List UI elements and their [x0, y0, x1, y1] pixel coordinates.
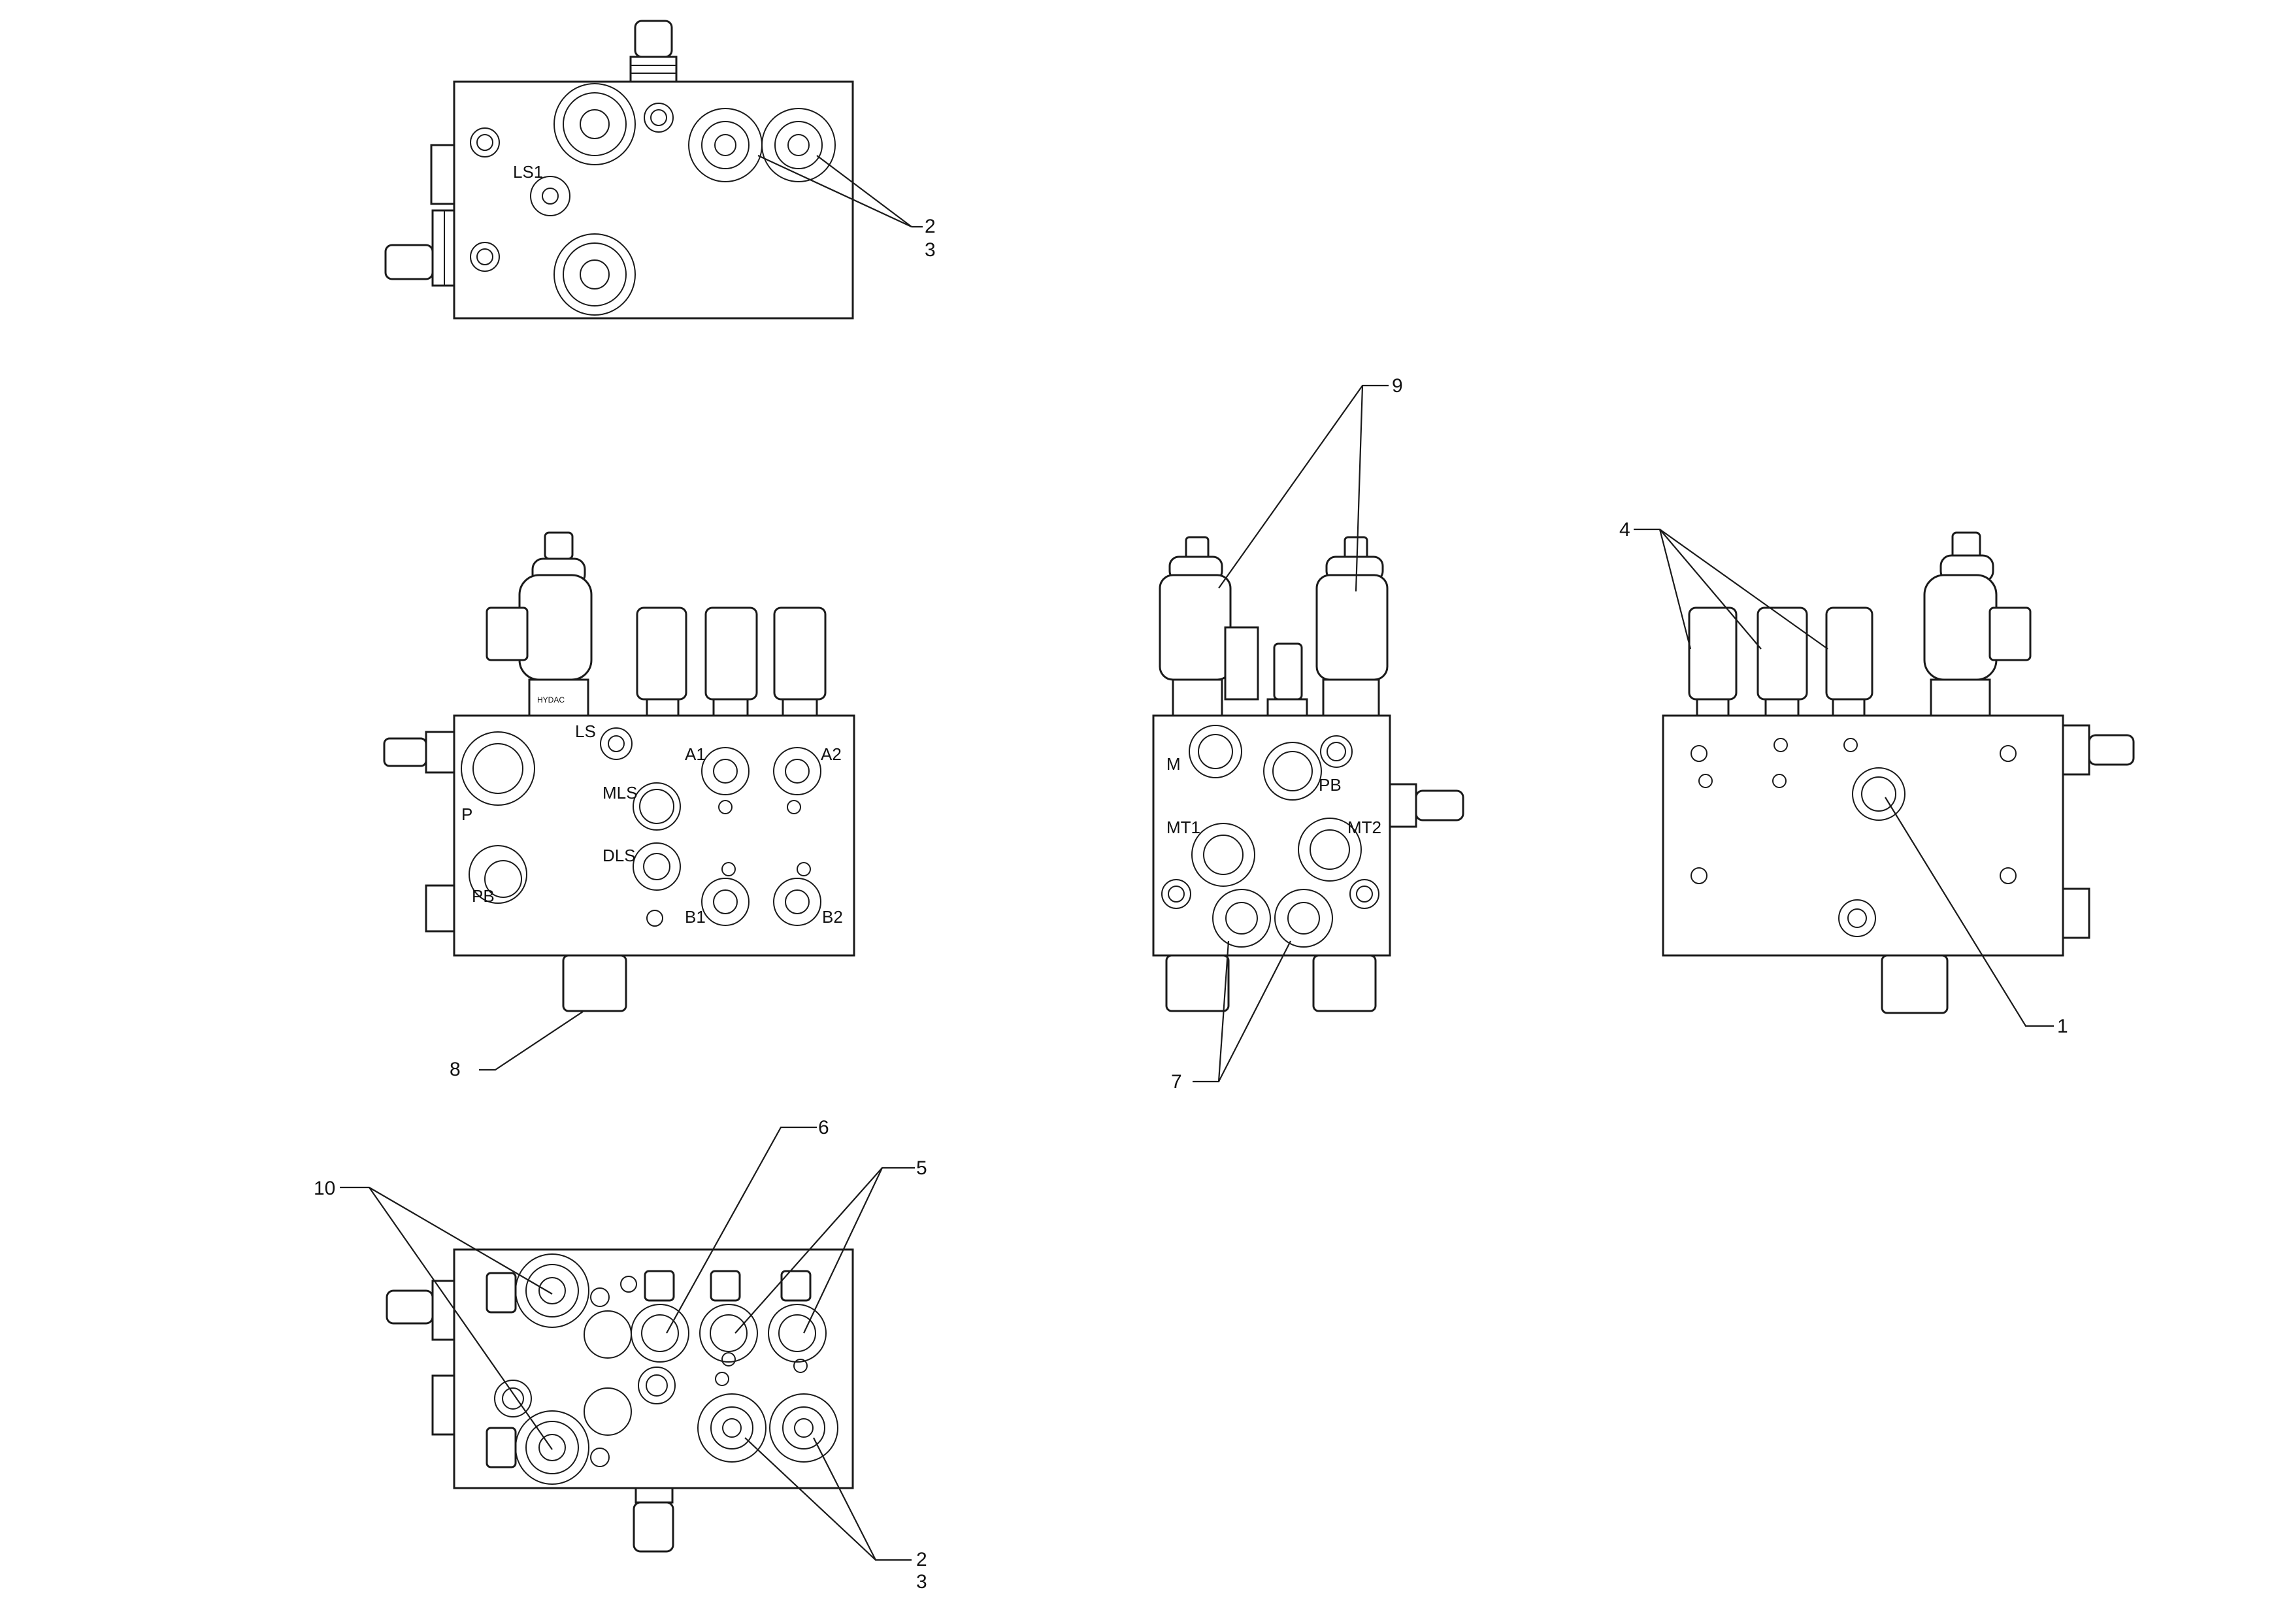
front-view-left-fittings — [383, 731, 455, 933]
bottom-view: 10 6 5 2 3 — [314, 1117, 927, 1593]
bottom-view-left-fittings — [386, 1280, 455, 1436]
leader-line — [479, 1011, 584, 1071]
port-label-b1: B1 — [685, 907, 706, 927]
port-label-p: P — [461, 804, 472, 824]
port-label-ls1: LS1 — [513, 162, 543, 182]
brand-mark: HYDAC — [537, 695, 565, 704]
rear-view-bottom-fitting — [1881, 954, 1949, 1014]
port-label-a2: A2 — [821, 744, 842, 764]
rear-view: 4 1 — [1619, 519, 2135, 1037]
callout-2: 2 — [925, 216, 936, 237]
callout-10: 10 — [314, 1178, 335, 1199]
port-label-pb: PB — [1319, 775, 1342, 795]
rear-view-solenoid — [1923, 531, 2032, 717]
rear-view-right-fittings — [2062, 724, 2135, 939]
leader-line — [1634, 528, 1692, 650]
port-label-b2: B2 — [822, 907, 843, 927]
top-view-top-fitting — [629, 20, 678, 83]
rear-view-ports — [1691, 738, 2017, 937]
callout-6: 6 — [818, 1117, 829, 1138]
callout-8: 8 — [450, 1059, 461, 1080]
top-view-left-fittings — [384, 144, 455, 287]
callout-4: 4 — [1619, 519, 1630, 540]
top-view: LS1 2 3 — [384, 20, 936, 320]
side-view-right-fitting — [1389, 783, 1464, 828]
leader-line — [666, 1126, 817, 1334]
port-label-pb: PB — [472, 886, 495, 906]
front-view-ports — [461, 727, 821, 927]
callout-3: 3 — [916, 1571, 927, 1593]
port-label-mls: MLS — [602, 783, 637, 803]
front-view: HYDAC — [383, 531, 855, 1080]
side-view-block — [1152, 714, 1391, 957]
rear-view-small-valves — [1688, 606, 1873, 717]
port-label-ls: LS — [575, 721, 596, 741]
callout-9: 9 — [1392, 375, 1403, 397]
bottom-view-ports — [494, 1253, 838, 1485]
bottom-view-connectors — [486, 1270, 812, 1468]
port-label-mt2: MT2 — [1347, 818, 1381, 837]
leader-line — [1885, 797, 2054, 1027]
top-view-ports — [470, 83, 836, 316]
callout-2: 2 — [916, 1549, 927, 1570]
port-label-dls: DLS — [602, 846, 636, 865]
callout-7: 7 — [1171, 1071, 1182, 1093]
port-label-m: M — [1166, 754, 1181, 774]
front-view-bottom-fitting — [562, 954, 627, 1012]
side-view: M PB MT1 MT2 9 7 — [1152, 375, 1464, 1093]
front-view-block — [453, 714, 855, 957]
side-view-bottom-fittings — [1165, 954, 1377, 1012]
rear-view-block — [1662, 714, 2064, 957]
front-view-solenoid: HYDAC — [486, 531, 593, 717]
port-label-a1: A1 — [685, 744, 706, 764]
front-view-small-valves — [636, 606, 827, 717]
side-view-solenoids — [1159, 536, 1389, 717]
callout-1: 1 — [2057, 1016, 2068, 1037]
bottom-view-bottom-fitting — [633, 1487, 674, 1553]
port-label-mt1: MT1 — [1166, 818, 1200, 837]
callout-3: 3 — [925, 239, 936, 261]
callout-5: 5 — [916, 1157, 927, 1179]
side-view-ports — [1161, 725, 1379, 948]
top-view-block — [453, 80, 854, 320]
leader-line — [757, 155, 912, 227]
